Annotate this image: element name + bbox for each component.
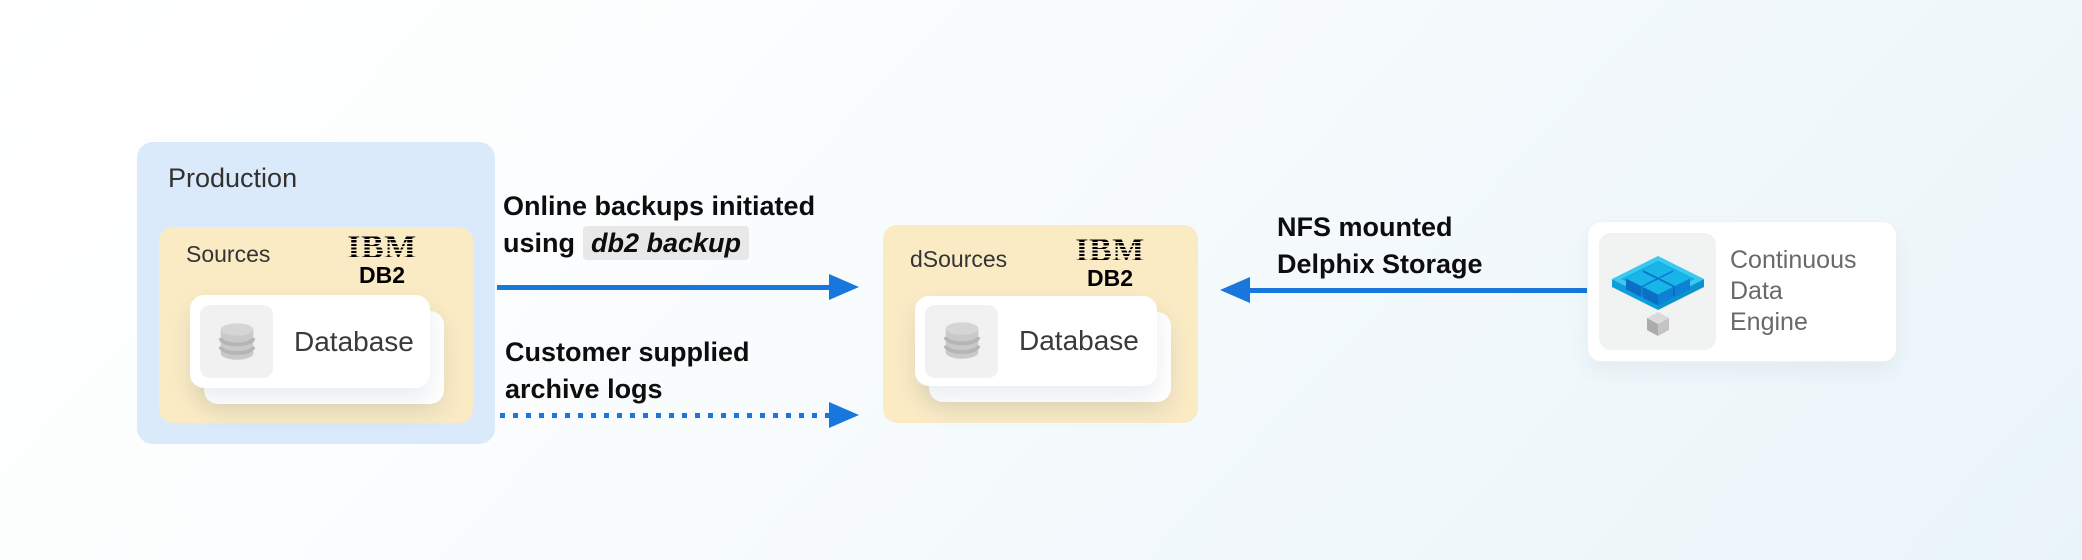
continuous-data-engine-box: Continuous Data Engine <box>1587 221 1897 362</box>
db2-backup-command: db2 backup <box>583 226 750 260</box>
engine-label-line1: Continuous <box>1730 246 1857 274</box>
sources-label: Sources <box>186 241 271 267</box>
production-group-box: Production Sources IBM DB2 Database <box>137 142 495 444</box>
nfs-arrowhead-icon <box>1220 277 1250 303</box>
db2-product-label: DB2 <box>1086 265 1133 291</box>
ibm-logo-icon: IBM <box>339 231 425 265</box>
online-backups-arrow-line <box>497 285 831 290</box>
dsources-label: dSources <box>910 246 1008 272</box>
delphix-cube-grid-icon <box>1611 255 1704 336</box>
engine-icon-tile <box>1599 233 1716 350</box>
database-card-label: Database <box>294 325 414 357</box>
dsources-box: dSources IBM DB2 Database <box>883 225 1198 423</box>
database-icon-tile <box>200 305 273 378</box>
nfs-mount-label: NFS mounted Delphix Storage <box>1277 209 1483 283</box>
ibm-db2-logo: IBM DB2 <box>339 231 425 288</box>
database-cylinder-icon <box>218 322 255 360</box>
archive-logs-label-line1: Customer supplied <box>505 337 750 367</box>
archive-logs-dotted-arrow-line <box>500 413 830 418</box>
db2-product-label: DB2 <box>358 262 405 288</box>
engine-label: Continuous Data Engine <box>1730 245 1856 338</box>
database-card: Database <box>915 296 1157 386</box>
engine-label-line2: Data <box>1730 277 1783 305</box>
archive-logs-arrowhead-icon <box>829 402 859 428</box>
ibm-logo-icon: IBM <box>1067 234 1153 268</box>
nfs-arrow-line <box>1248 288 1587 293</box>
production-label: Production <box>168 163 298 193</box>
online-backups-arrowhead-icon <box>829 274 859 300</box>
database-card-label: Database <box>1019 325 1139 356</box>
online-backups-label-line1: Online backups initiated <box>503 191 816 221</box>
sources-box: Sources IBM DB2 Database <box>159 227 473 423</box>
database-card: Database <box>190 295 430 388</box>
database-cylinder-icon <box>943 322 980 359</box>
archive-logs-label: Customer supplied archive logs <box>505 334 750 408</box>
engine-label-line3: Engine <box>1730 308 1808 336</box>
ibm-db2-logo: IBM DB2 <box>1067 234 1153 291</box>
archive-logs-label-line2: archive logs <box>505 374 663 404</box>
database-icon-tile <box>925 304 998 378</box>
nfs-mount-label-line2: Delphix Storage <box>1277 249 1483 279</box>
nfs-mount-label-line1: NFS mounted <box>1277 212 1453 242</box>
